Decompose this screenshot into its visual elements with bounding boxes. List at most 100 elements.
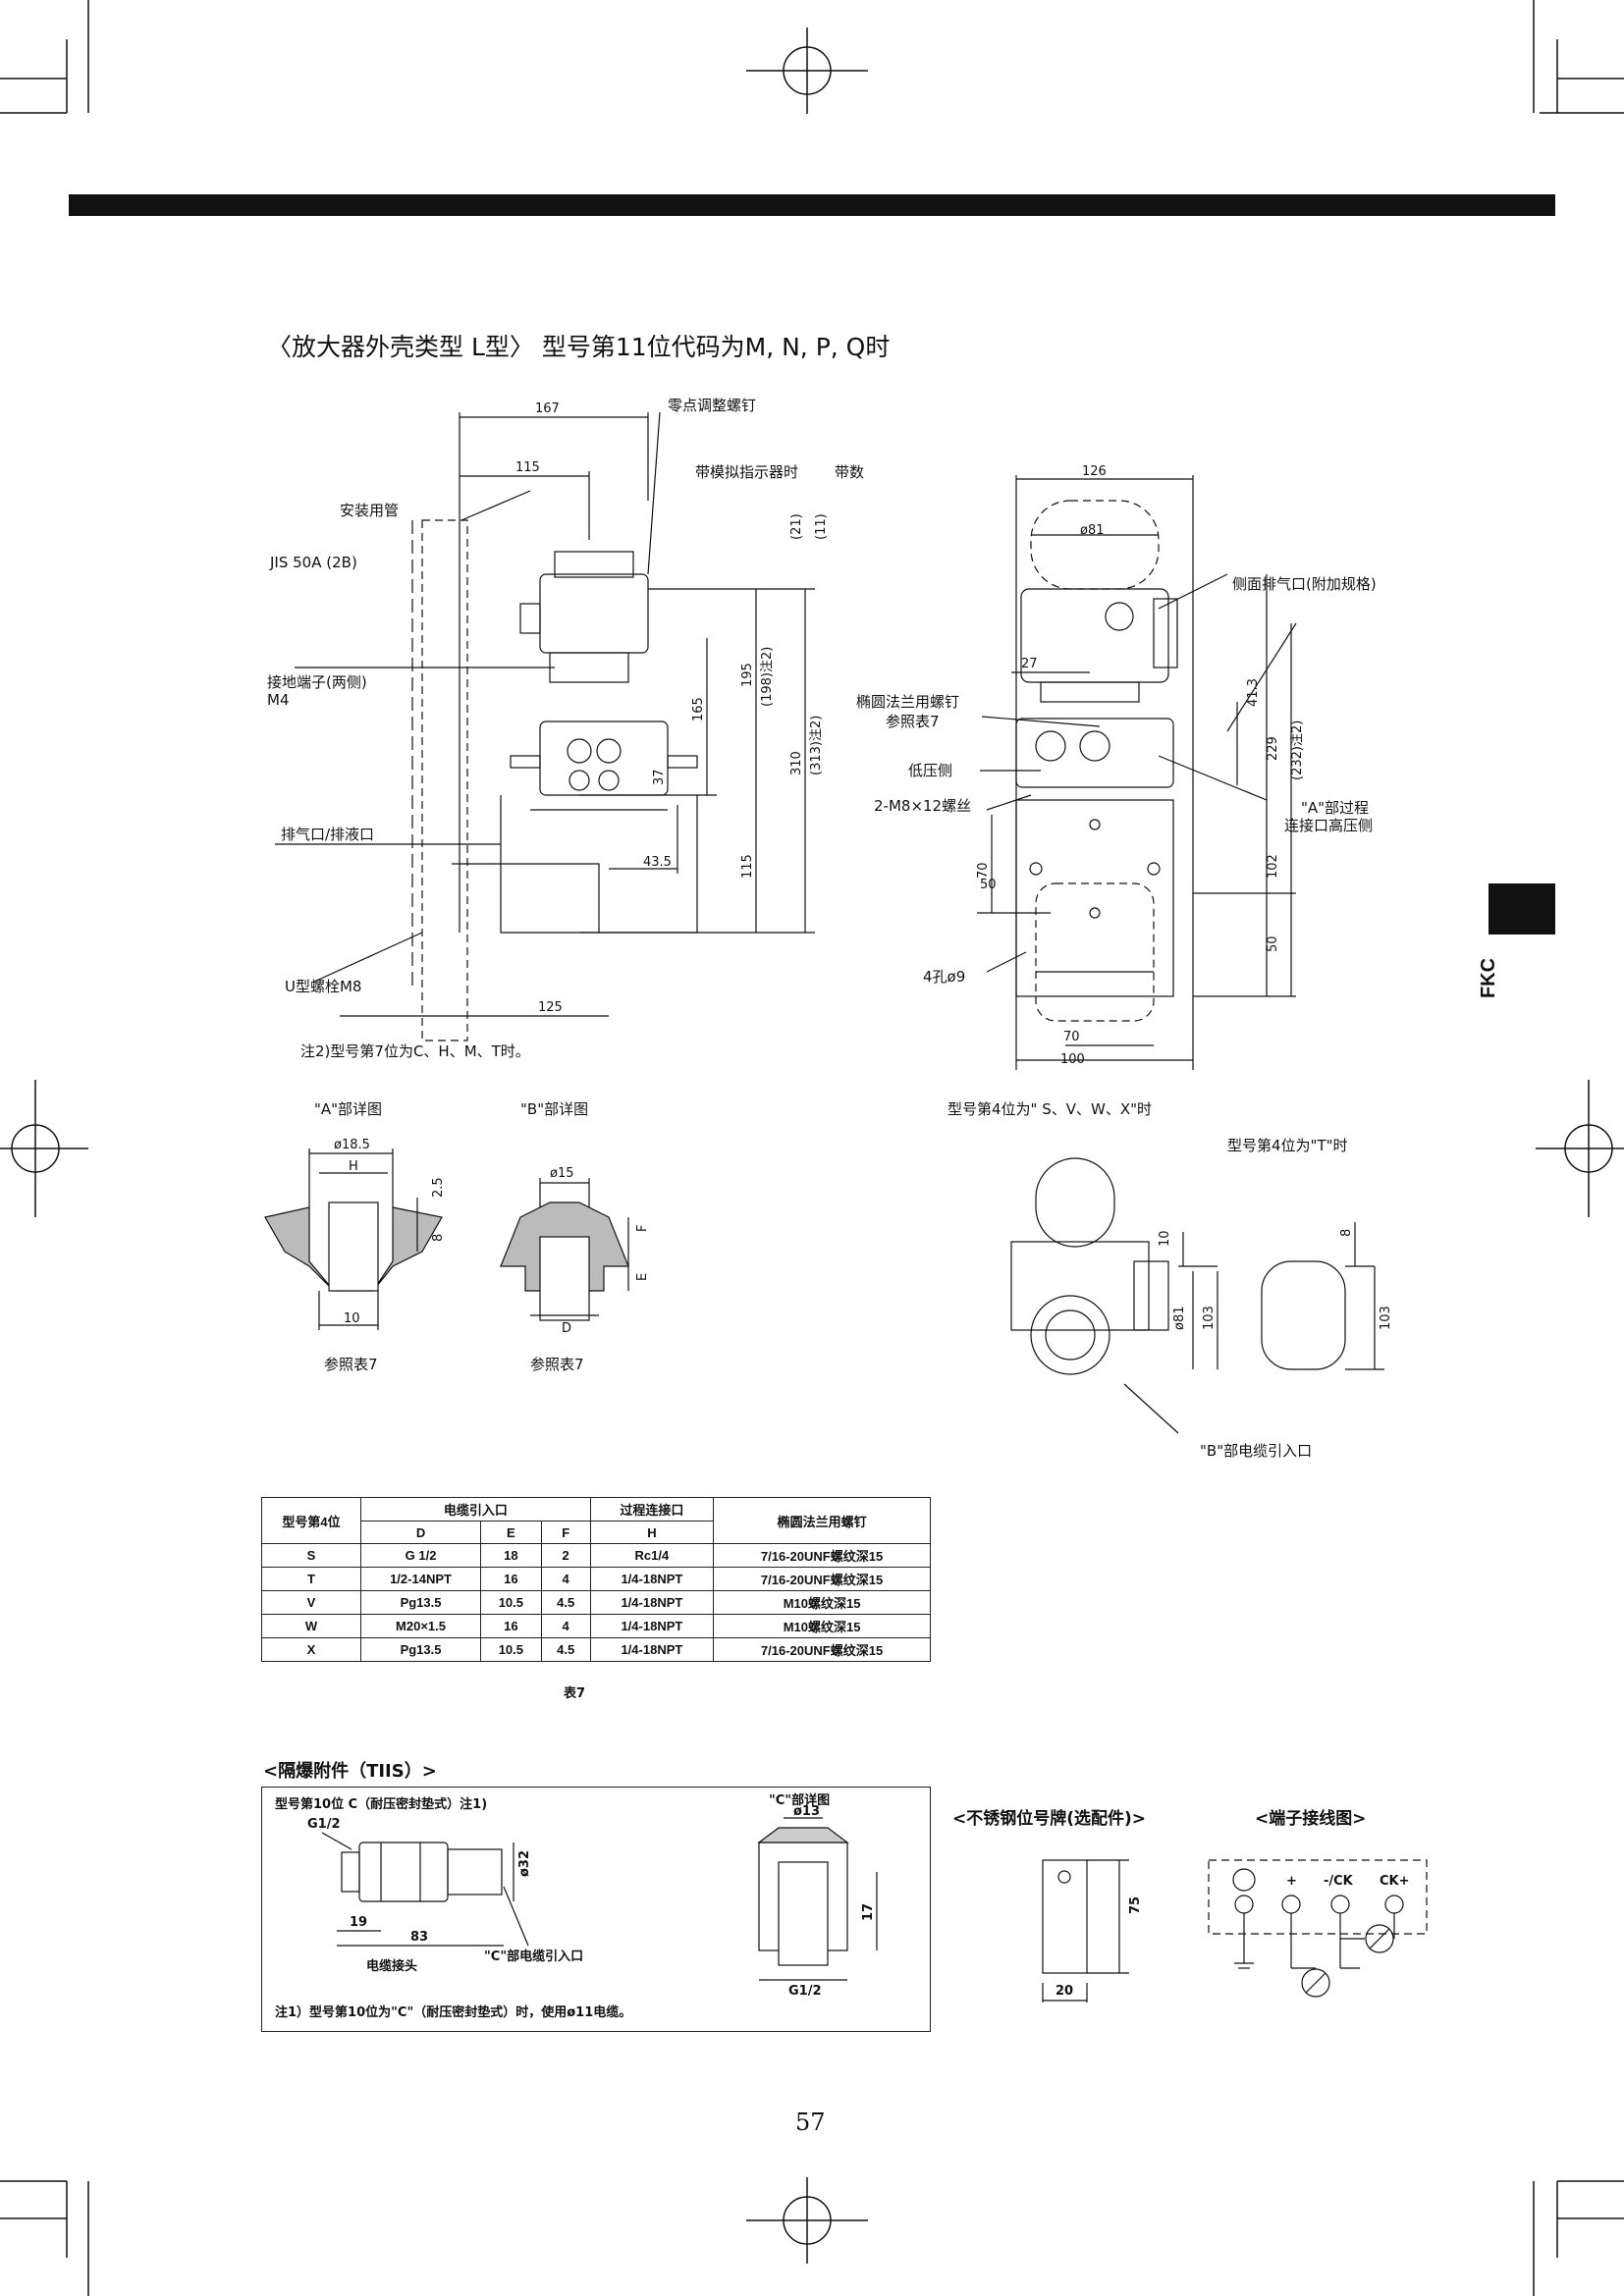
detail-b-drawing: "B"部详图 ø15 F E D 参照表7: [500, 1100, 650, 1373]
section-heading: 〈放大器外壳类型 L型〉 型号第11位代码为M, N, P, Q时: [267, 333, 891, 361]
dim-75: 75: [1128, 1896, 1143, 1914]
dim-8: 8: [431, 1234, 446, 1242]
dim-f: F: [635, 1225, 650, 1232]
wiring-drawing: + -/CK CK+: [1208, 1859, 1428, 1998]
th-d: D: [359, 1521, 482, 1544]
dim-100: 100: [1060, 1052, 1085, 1067]
c-detail-title: "C"部详图: [769, 1792, 830, 1808]
dim-310: 310: [789, 751, 804, 775]
dim-19: 19: [350, 1915, 367, 1930]
dim-81: ø81: [1080, 523, 1105, 538]
tiis-subtitle: 型号第10位 C（耐压密封垫式）注1): [275, 1796, 487, 1812]
term-ck-plus: CK+: [1380, 1874, 1410, 1889]
dim-10-svwx: 10: [1158, 1230, 1172, 1247]
dim-13: ø13: [793, 1804, 820, 1819]
ref7-label: 参照表7: [886, 713, 940, 730]
low-side-label: 低压侧: [908, 762, 952, 779]
detail-a-drawing: "A"部详图 ø18.5 H 2.5 8 10 参照表7: [264, 1100, 446, 1373]
side-tab: [1489, 883, 1555, 934]
dim-103-svwx: 103: [1202, 1306, 1217, 1330]
table-7-caption: 表7: [564, 1686, 586, 1701]
ubolt-label: U型螺栓M8: [285, 978, 361, 995]
dim-21: (21): [789, 513, 804, 540]
dim-83: 83: [410, 1930, 428, 1945]
wiring-title: <端子接线图>: [1255, 1809, 1367, 1829]
nameplate-title: <不锈钢位号牌(选配件)>: [952, 1809, 1147, 1829]
dim-70-h: 70: [1063, 1030, 1080, 1044]
dim-126: 126: [1082, 464, 1107, 479]
th-f: F: [540, 1521, 591, 1544]
dim-27: 27: [1021, 657, 1038, 671]
vent-label: 排气口/排液口: [281, 826, 374, 843]
ground-label: 接地端子(两侧): [267, 673, 367, 691]
detail-b-ref: 参照表7: [530, 1356, 584, 1373]
dim-81-svwx: ø81: [1172, 1307, 1187, 1331]
detail-a-ref: 参照表7: [324, 1356, 378, 1373]
note-2: 注2)型号第7位为C、H、M、T时。: [300, 1042, 530, 1060]
dim-70-v: 70: [976, 862, 991, 879]
pipe-label: 安装用管: [340, 502, 399, 519]
dim-165: 165: [691, 697, 706, 721]
dim-43-5: 43.5: [643, 855, 672, 870]
th-h: H: [589, 1521, 715, 1544]
dim-167: 167: [535, 401, 560, 416]
tiis-note: 注1）型号第10位为"C"（耐压密封垫式）时，使用ø11电缆。: [275, 2004, 631, 2020]
dim-102: 102: [1266, 854, 1280, 879]
flange-bolt-label: 椭圆法兰用螺钉: [856, 693, 959, 711]
tiis-drawing: 型号第10位 C（耐压密封垫式）注1) "C"部详图 G1/2 ø32 19 8…: [275, 1792, 878, 2020]
dim-125: 125: [538, 1000, 563, 1015]
dim-229: 229: [1266, 736, 1280, 761]
th-model4: 型号第4位: [261, 1497, 361, 1544]
page-number: 57: [795, 2109, 826, 2136]
side-tab-label: FKC: [1478, 957, 1500, 999]
dim-198: (198)注2): [760, 647, 775, 707]
dim-h: H: [349, 1159, 358, 1174]
a-process-label: "A"部过程: [1301, 799, 1369, 817]
front-view-drawing: 126 ø81 27 41.3 229 (232)注2) 102 70 50 5…: [856, 464, 1377, 1070]
tiis-title: <隔爆附件（TIIS）>: [263, 1761, 437, 1782]
dim-d: D: [562, 1321, 571, 1336]
dim-18-5: ø18.5: [334, 1138, 370, 1152]
cable-entry-label: "B"部电缆引入口: [1200, 1442, 1312, 1460]
t-title: 型号第4位为"T"时: [1227, 1137, 1348, 1154]
dim-115: 115: [740, 854, 755, 879]
dim-313: (313)注2): [809, 716, 824, 775]
c-cable-label: "C"部电缆引入口: [484, 1949, 583, 1964]
dim-37: 37: [652, 769, 667, 785]
analog-label: 带模拟指示器时: [695, 463, 798, 481]
term-plus: +: [1286, 1874, 1297, 1889]
detail-a-title: "A"部详图: [314, 1100, 382, 1118]
jis-label: JIS 50A (2B): [269, 554, 357, 571]
dim-11: (11): [814, 513, 829, 540]
holes-label: 4孔ø9: [923, 968, 965, 986]
dim-e: E: [635, 1273, 650, 1281]
dim-32: ø32: [517, 1850, 532, 1877]
dim-232: (232)注2): [1290, 721, 1305, 780]
side-vent-label: 侧面排气口(附加规格): [1232, 575, 1377, 593]
housing-variant-drawing: 型号第4位为" S、V、W、X"时 型号第4位为"T"时 10 ø81 103 …: [947, 1100, 1393, 1460]
detail-b-title: "B"部详图: [520, 1100, 588, 1118]
dim-115-top: 115: [515, 460, 540, 475]
th-e: E: [480, 1521, 542, 1544]
dim-41-3: 41.3: [1246, 678, 1261, 707]
term-ck-minus: -/CK: [1324, 1874, 1354, 1889]
ground-label-2: M4: [267, 691, 290, 709]
header-bar: [69, 194, 1555, 216]
side-view-drawing: 167 115 零点调整螺钉 带模拟指示器时 带数字指示器时 安装用管 JIS …: [267, 397, 864, 1041]
dim-2-5: 2.5: [431, 1177, 446, 1198]
zero-screw-label: 零点调整螺钉: [668, 397, 756, 414]
svwx-title: 型号第4位为" S、V、W、X"时: [947, 1100, 1152, 1118]
th-process: 过程连接口: [589, 1497, 715, 1522]
dim-20: 20: [1056, 1984, 1073, 1999]
dim-17: 17: [861, 1903, 876, 1921]
dim-8-t: 8: [1339, 1229, 1354, 1237]
dim-g12-left: G1/2: [307, 1817, 341, 1832]
dim-50-v: 50: [1266, 935, 1280, 952]
digital-label: 带数字指示器时: [835, 463, 864, 481]
